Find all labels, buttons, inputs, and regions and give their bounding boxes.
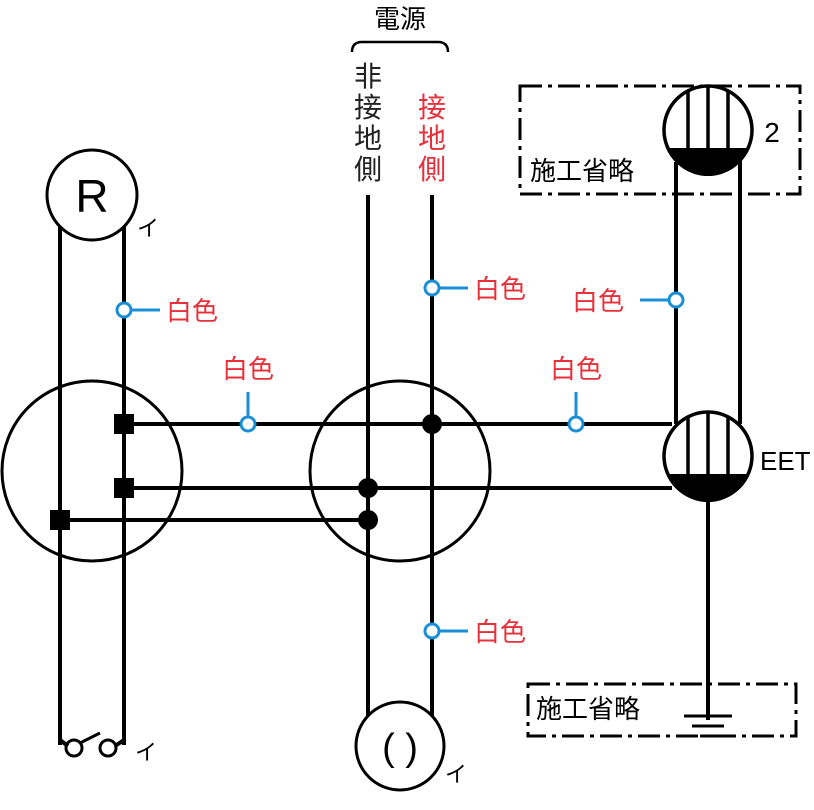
non-grounded-char: 側 [354, 153, 382, 186]
receptacle-circle [354, 700, 446, 792]
marker-circle [115, 301, 133, 319]
white-marker: 白色 [550, 355, 602, 433]
lamp-r-switch-mark: イ [137, 217, 159, 242]
switch-lever [79, 731, 101, 745]
white-wire-markers: 白色 白色 白色 白色 白色 白色 [115, 275, 685, 648]
outlet-eet-label: EET [760, 446, 811, 476]
power-source: 電源 非 接 地 側 接 地 側 [350, 5, 450, 186]
connections [50, 414, 442, 530]
marker-label: 白色 [474, 618, 526, 648]
omitted-bottom-label: 施工省略 [536, 695, 640, 725]
wires [58, 138, 742, 745]
marker-label: 白色 [572, 287, 624, 317]
receptacle-symbol: ( ) [382, 727, 418, 769]
marker-label: 白色 [166, 297, 218, 327]
ground-icon [684, 700, 732, 738]
white-marker: 白色 [423, 275, 526, 305]
marker-circle [567, 415, 585, 433]
omission-box-top [518, 84, 802, 196]
white-marker: 白色 [572, 287, 685, 317]
crimp-sleeve [50, 510, 70, 530]
lamp-r-circle [45, 148, 139, 242]
non-grounded-char: 非 [354, 60, 382, 93]
ground-section: 施工省略 [526, 682, 798, 738]
white-marker: 白色 [222, 355, 274, 433]
junction-box-left [0, 379, 184, 563]
omission-box-bottom [526, 682, 798, 738]
grounded-char: 側 [418, 153, 446, 186]
junction-box-center [308, 379, 492, 563]
lamp-r: R イ [45, 148, 159, 242]
non-grounded-char: 地 [354, 122, 382, 155]
marker-circle [667, 291, 685, 309]
receptacle-switch-mark: イ [445, 763, 467, 788]
receptacle: ( ) イ [354, 700, 467, 792]
crimp-sleeve [114, 478, 134, 498]
grounded-char: 接 [418, 91, 446, 124]
power-source-title: 電源 [374, 5, 426, 35]
marker-circle [423, 622, 441, 640]
outlet-top-fill [667, 148, 749, 177]
marker-circle [239, 415, 257, 433]
switch: イ [58, 730, 157, 766]
marker-label: 白色 [474, 275, 526, 305]
marker-label: 白色 [222, 355, 274, 385]
outlet-top-count: 2 [764, 117, 780, 148]
switch-mark: イ [135, 741, 157, 766]
switch-contact-right [98, 738, 118, 758]
connector-dot [422, 414, 442, 434]
outlet-top: 2 施工省略 [518, 84, 802, 196]
white-marker: 白色 [115, 297, 218, 327]
white-marker: 白色 [423, 618, 526, 648]
switch-contact-left [64, 738, 84, 758]
connector-dot [358, 478, 378, 498]
marker-label: 白色 [550, 355, 602, 385]
power-source-bracket [350, 40, 450, 53]
non-grounded-char: 接 [354, 91, 382, 124]
connector-dot [358, 510, 378, 530]
outlet-eet-fill [667, 474, 749, 503]
outlet-eet: EET [662, 410, 811, 503]
grounded-char: 地 [418, 122, 446, 155]
crimp-sleeve [114, 414, 134, 434]
marker-circle [423, 279, 441, 297]
lamp-r-symbol: R [75, 170, 108, 222]
omitted-top-label: 施工省略 [530, 157, 634, 187]
